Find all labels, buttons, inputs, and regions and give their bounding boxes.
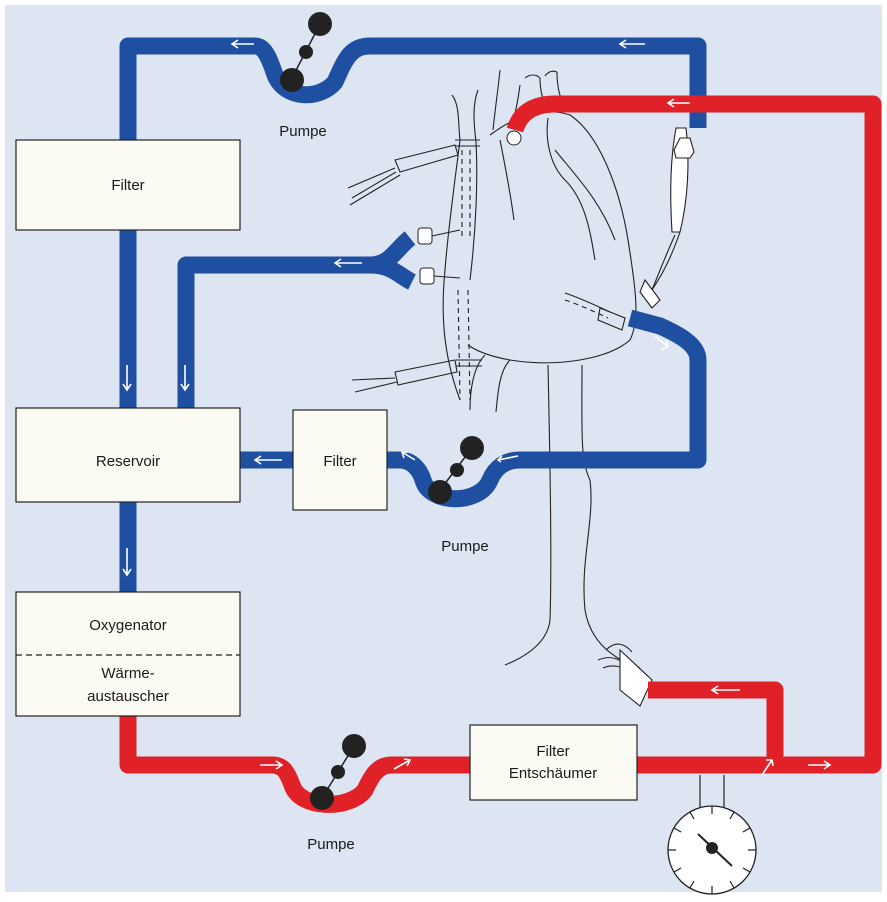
roller-pump-icon: [280, 12, 484, 810]
pump-middle-rollers: [428, 436, 484, 504]
filter-left-label: Filter: [111, 177, 144, 194]
heat-exchanger-label-2: austauscher: [87, 688, 169, 705]
reservoir-box: [15, 407, 241, 503]
filter-defoamer-label-2: Entschäumer: [509, 765, 597, 782]
pump-bottom-label: Pumpe: [307, 836, 355, 853]
filter-left-box: [15, 139, 241, 231]
venous-lines: [119, 37, 707, 592]
pump-middle-label: Pumpe: [441, 538, 489, 555]
heat-exchanger-label-1: Wärme-: [101, 665, 154, 682]
heart-illustration: [347, 69, 695, 707]
oxygenator-label: Oxygenator: [89, 617, 167, 634]
reservoir-label: Reservoir: [96, 453, 160, 470]
pump-top-label: Pumpe: [279, 123, 327, 140]
pressure-gauge-icon: [667, 775, 757, 895]
filter-middle-box: [292, 409, 388, 511]
filter-middle-label: Filter: [323, 453, 356, 470]
oxygenator-box: [15, 591, 241, 717]
pump-bottom-rollers: [310, 734, 366, 810]
filter-defoamer-box: [469, 724, 638, 801]
pump-top-rollers: [280, 12, 332, 92]
flow-arrow-icon: [122, 39, 832, 776]
filter-defoamer-label-1: Filter: [536, 743, 569, 760]
